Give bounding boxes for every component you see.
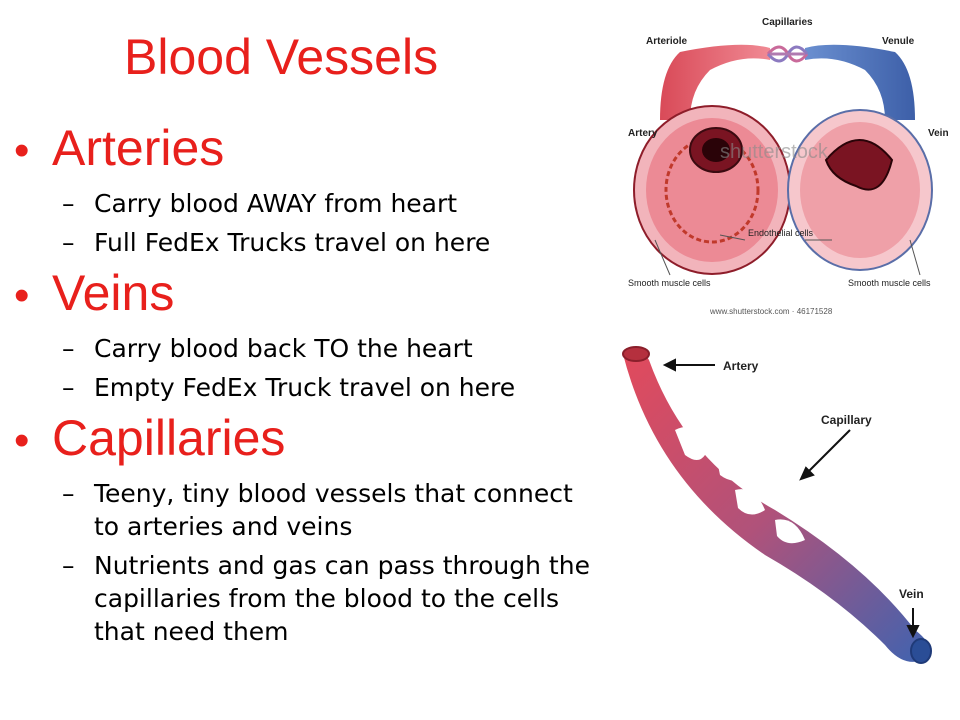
capillaries-point-2: Nutrients and gas can pass through the c… [94,549,604,648]
label-vein-bottom: Vein [899,587,924,601]
vessel-body [623,351,929,662]
label-arteriole: Arteriole [646,36,688,47]
venule-tube [805,45,915,120]
bullet-veins: •Veins [14,263,604,326]
label-endothelial: Endothelial cells [748,228,814,238]
label-artery-bottom: Artery [723,359,759,373]
heading-veins: Veins [52,263,174,323]
label-venule: Venule [882,36,915,47]
bullet-dot: • [14,411,52,471]
vessel-cross-section-diagram: shutterstock Capillaries Arteriole Venul… [620,10,955,325]
label-smooth-muscle-right: Smooth muscle cells [848,278,931,288]
heading-arteries: Arteries [52,118,224,178]
label-capillary: Capillary [821,413,872,427]
sub-bullet: –Carry blood AWAY from heart [14,187,604,220]
bullet-capillaries: •Capillaries [14,408,604,471]
bullet-dot: • [14,266,52,326]
sub-bullet: –Carry blood back TO the heart [14,332,604,365]
label-capillaries: Capillaries [762,17,813,28]
label-smooth-muscle-left: Smooth muscle cells [628,278,711,288]
heading-capillaries: Capillaries [52,408,285,468]
capillary-bed-diagram: Artery Capillary Vein [615,340,960,670]
label-vein: Vein [928,128,949,139]
vein-opening [911,639,931,663]
capillaries-point-1: Teeny, tiny blood vessels that connect t… [94,477,604,543]
label-artery: Artery [628,128,658,139]
veins-point-1: Carry blood back TO the heart [94,332,604,365]
veins-point-2: Empty FedEx Truck travel on here [94,371,604,404]
bullet-arteries: •Arteries [14,118,604,181]
credit-text: www.shutterstock.com · 46171528 [709,307,833,316]
sub-bullet: –Nutrients and gas can pass through the … [14,549,604,648]
slide-title: Blood Vessels [124,30,438,85]
vein-cross-section [788,110,932,270]
sub-bullet: –Empty FedEx Truck travel on here [14,371,604,404]
watermark-text: shutterstock [720,141,829,163]
sub-bullet: –Teeny, tiny blood vessels that connect … [14,477,604,543]
capillary-network [768,47,807,61]
bullet-list: •Arteries –Carry blood AWAY from heart –… [14,118,604,652]
bullet-dot: • [14,121,52,181]
arteries-point-1: Carry blood AWAY from heart [94,187,604,220]
arteries-point-2: Full FedEx Trucks travel on here [94,226,604,259]
artery-opening [623,347,649,361]
sub-bullet: –Full FedEx Trucks travel on here [14,226,604,259]
